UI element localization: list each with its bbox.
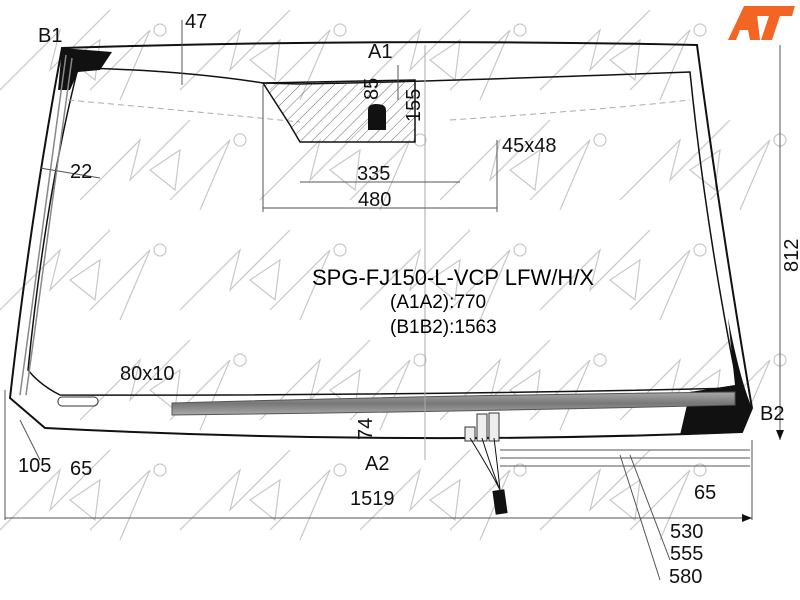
dim-65-left: 65 bbox=[70, 458, 92, 480]
dim-105: 105 bbox=[18, 455, 51, 477]
registered-mark-icon bbox=[513, 243, 527, 257]
watermark-mark bbox=[79, 339, 231, 431]
registered-mark-icon bbox=[593, 133, 607, 147]
registered-mark-icon bbox=[693, 463, 707, 477]
watermark-mark bbox=[179, 9, 331, 101]
dim-1519: 1519 bbox=[350, 488, 395, 510]
point-a2: A2 bbox=[365, 453, 389, 475]
dim-74: 74 bbox=[355, 418, 377, 440]
sensor-block bbox=[368, 104, 386, 130]
dim-65-right: 65 bbox=[694, 482, 716, 504]
registered-mark-icon bbox=[153, 243, 167, 257]
watermark-mark bbox=[79, 119, 231, 211]
dim-85: 85 bbox=[361, 78, 383, 100]
dim-45x48: 45x48 bbox=[502, 135, 557, 157]
part-code: SPG-FJ150-L-VCP LFW/H/X bbox=[312, 265, 594, 290]
dim-480: 480 bbox=[358, 189, 391, 211]
dim-80x10: 80x10 bbox=[120, 363, 175, 385]
dim-555: 555 bbox=[670, 543, 703, 565]
watermark-mark bbox=[179, 449, 331, 541]
registered-mark-icon bbox=[233, 133, 247, 147]
registered-mark-icon bbox=[513, 463, 527, 477]
wiper-heater-band bbox=[171, 391, 736, 416]
registered-mark-icon bbox=[513, 23, 527, 37]
point-b1: B1 bbox=[38, 25, 62, 47]
watermark-mark bbox=[0, 229, 151, 321]
dim-155: 155 bbox=[403, 89, 425, 122]
registered-mark-icon bbox=[153, 463, 167, 477]
watermark-mark bbox=[539, 229, 691, 321]
at-logo bbox=[728, 6, 795, 40]
dim-22: 22 bbox=[70, 161, 92, 183]
connector bbox=[464, 412, 508, 515]
side-molding bbox=[19, 54, 73, 396]
registered-mark-icon bbox=[333, 243, 347, 257]
dim-47: 47 bbox=[185, 11, 207, 33]
a1a2-length: (A1A2):770 bbox=[390, 292, 486, 313]
b1b2-length: (B1B2):1563 bbox=[390, 317, 497, 338]
registered-mark-icon bbox=[233, 353, 247, 367]
watermark-mark bbox=[0, 449, 151, 541]
dim-335: 335 bbox=[357, 163, 390, 185]
watermark-mark bbox=[179, 229, 331, 321]
watermark-mark bbox=[259, 339, 411, 431]
dim-580: 580 bbox=[669, 566, 702, 588]
pad-80x10 bbox=[57, 396, 99, 407]
registered-mark-icon bbox=[693, 243, 707, 257]
dashed-shade-line bbox=[67, 99, 691, 123]
corner-b2-black bbox=[680, 318, 752, 435]
dim-812: 812 bbox=[781, 239, 800, 272]
point-a1: A1 bbox=[368, 41, 392, 63]
registered-mark-icon bbox=[693, 23, 707, 37]
dim-530: 530 bbox=[670, 521, 703, 543]
watermark-mark bbox=[539, 9, 691, 101]
registered-mark-icon bbox=[413, 353, 427, 367]
watermark-mark bbox=[359, 449, 511, 541]
watermark-mark bbox=[359, 229, 511, 321]
registered-mark-icon bbox=[333, 463, 347, 477]
watermark-mark bbox=[439, 119, 591, 211]
dimension-lines bbox=[4, 20, 781, 581]
watermark bbox=[0, 9, 787, 541]
registered-mark-icon bbox=[593, 353, 607, 367]
watermark-mark bbox=[439, 339, 591, 431]
registered-mark-icon bbox=[333, 23, 347, 37]
watermark-mark bbox=[539, 449, 691, 541]
watermark-mark bbox=[619, 119, 771, 211]
sensor-area bbox=[261, 79, 416, 143]
watermark-mark bbox=[359, 9, 511, 101]
point-b2: B2 bbox=[760, 403, 784, 425]
registered-mark-icon bbox=[413, 133, 427, 147]
registered-mark-icon bbox=[153, 23, 167, 37]
